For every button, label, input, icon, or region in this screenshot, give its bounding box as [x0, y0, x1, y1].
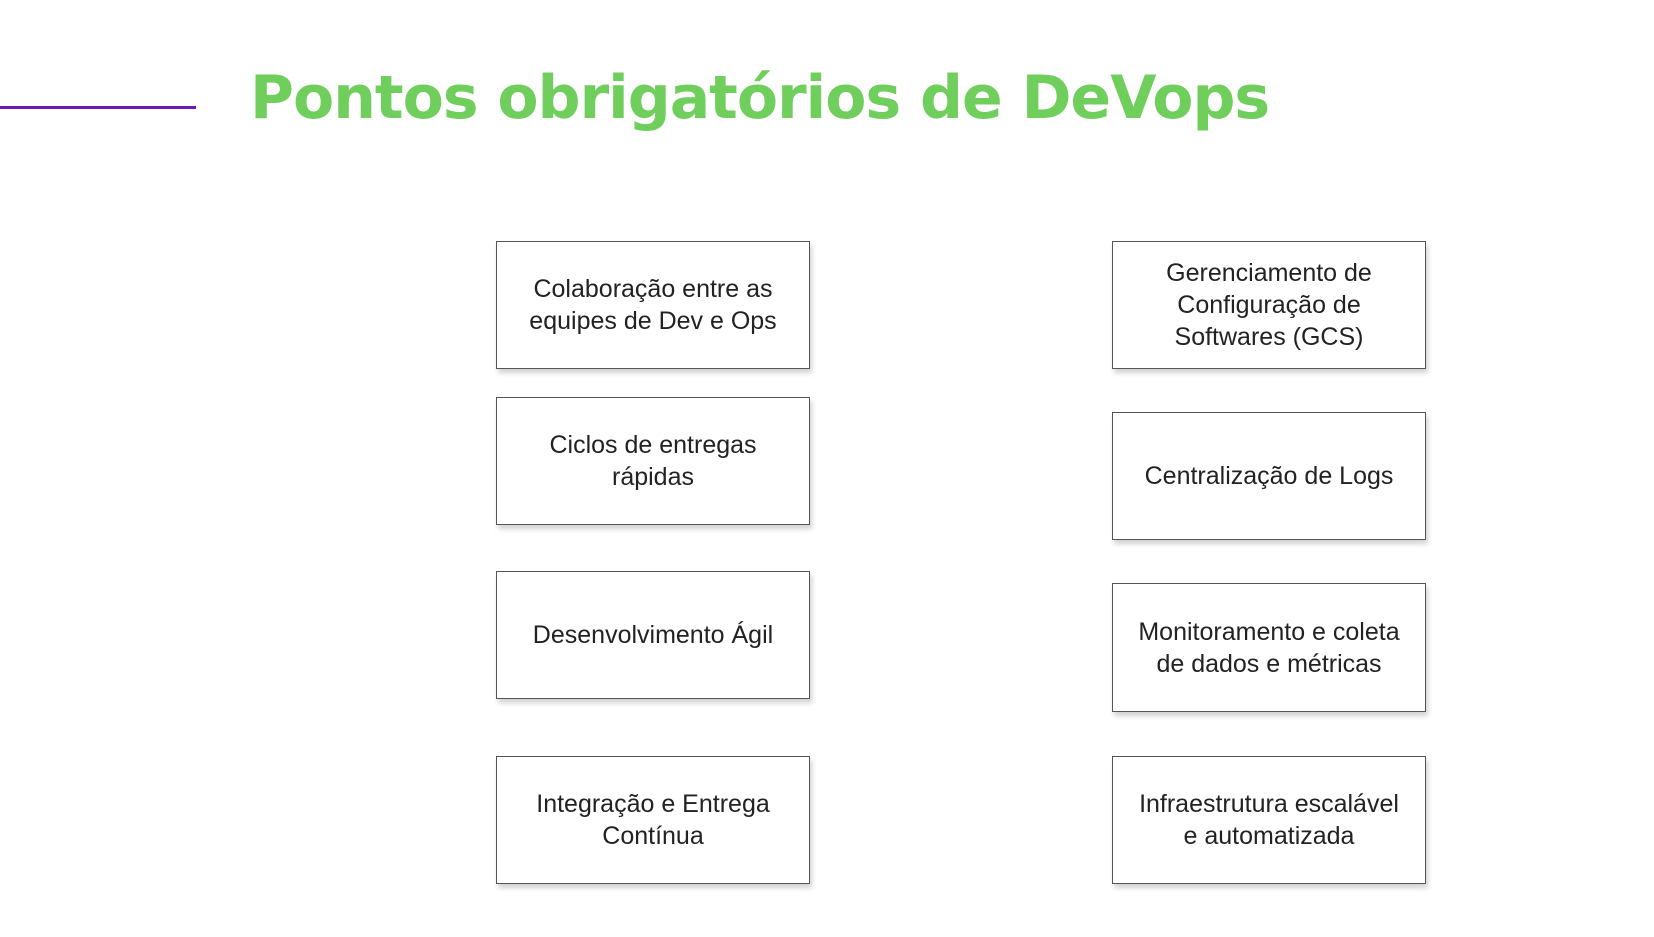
- box-ci-cd: Integração e Entrega Contínua: [496, 756, 810, 884]
- box-configuration-management: Gerenciamento de Configuração de Softwar…: [1112, 241, 1426, 369]
- box-collaboration: Colaboração entre as equipes de Dev e Op…: [496, 241, 810, 369]
- box-log-centralization: Centralização de Logs: [1112, 412, 1426, 540]
- box-label: Desenvolvimento Ágil: [532, 621, 774, 649]
- box-monitoring-metrics: Monitoramento e coleta de dados e métric…: [1112, 583, 1426, 712]
- box-agile-development: Desenvolvimento Ágil: [496, 571, 810, 699]
- box-label: Gerenciamento de Configuração de Softwar…: [1166, 259, 1372, 351]
- box-label: Monitoramento e coleta de dados e métric…: [1138, 617, 1400, 678]
- accent-line: [0, 106, 196, 109]
- box-label: Centralização de Logs: [1144, 462, 1394, 490]
- slide-title: Pontos obrigatórios de DeVops: [250, 63, 1270, 133]
- box-label: Colaboração entre as equipes de Dev e Op…: [529, 275, 777, 335]
- box-scalable-infrastructure: Infraestrutura escalável e automatizada: [1112, 756, 1426, 884]
- box-fast-delivery-cycles: Ciclos de entregas rápidas: [496, 397, 810, 525]
- box-label: Integração e Entrega Contínua: [536, 790, 770, 850]
- box-label: Infraestrutura escalável e automatizada: [1139, 790, 1399, 850]
- box-label: Ciclos de entregas rápidas: [549, 431, 757, 491]
